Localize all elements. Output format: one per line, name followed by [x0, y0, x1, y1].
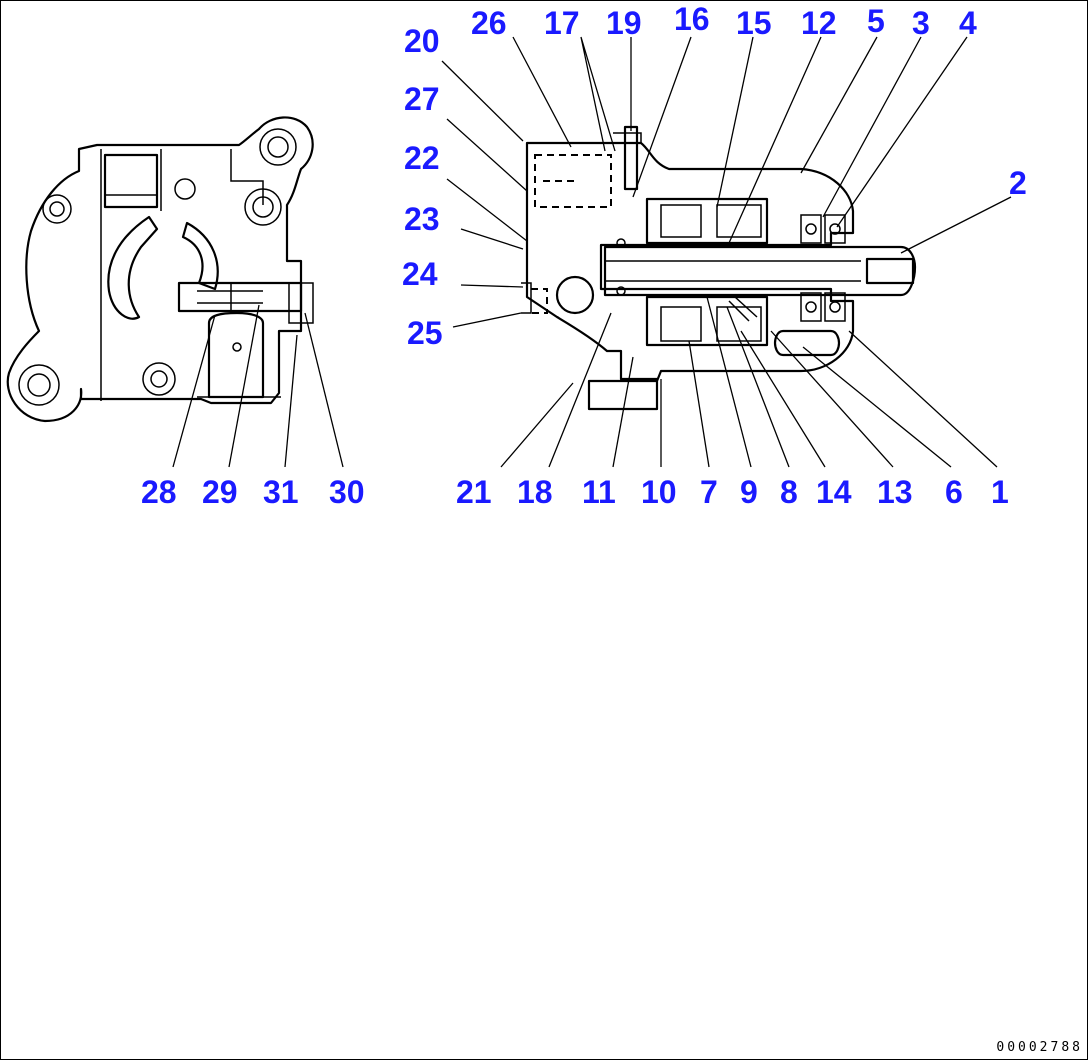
- callout-3: 3: [912, 5, 930, 41]
- callout-numbers: 20 26 17 19 16 15 12 5 3 4 2 27 22 23 24…: [141, 1, 1027, 510]
- callout-19: 19: [606, 5, 642, 41]
- callout-22: 22: [404, 140, 440, 176]
- callout-6: 6: [945, 474, 963, 510]
- section-view-motor: [521, 125, 917, 411]
- end-view-housing: [6, 116, 314, 423]
- leader-lines: [172, 36, 1012, 468]
- callout-31: 31: [263, 474, 299, 510]
- callout-26: 26: [471, 5, 507, 41]
- callout-10: 10: [641, 474, 677, 510]
- bolt-holes: [18, 128, 297, 406]
- callout-7: 7: [700, 474, 718, 510]
- callout-18: 18: [517, 474, 553, 510]
- callout-4: 4: [959, 5, 977, 41]
- callout-25: 25: [407, 315, 443, 351]
- callout-2: 2: [1009, 165, 1027, 201]
- callout-21: 21: [456, 474, 492, 510]
- callout-24: 24: [402, 256, 438, 292]
- callout-28: 28: [141, 474, 177, 510]
- callout-30: 30: [329, 474, 365, 510]
- callout-12: 12: [801, 5, 837, 41]
- drawing-number: 00002788: [996, 1040, 1083, 1055]
- callout-8: 8: [780, 474, 798, 510]
- callout-11: 11: [582, 474, 616, 510]
- callout-9: 9: [740, 474, 758, 510]
- callout-29: 29: [202, 474, 238, 510]
- callout-20: 20: [404, 23, 440, 59]
- callout-13: 13: [877, 474, 913, 510]
- callout-14: 14: [816, 474, 852, 510]
- callout-15: 15: [736, 5, 772, 41]
- callout-17: 17: [544, 5, 580, 41]
- callout-5: 5: [867, 3, 885, 39]
- bearings: [616, 214, 846, 322]
- callout-16: 16: [674, 1, 710, 37]
- callout-27: 27: [404, 81, 440, 117]
- callout-23: 23: [404, 201, 440, 237]
- callout-1: 1: [991, 474, 1009, 510]
